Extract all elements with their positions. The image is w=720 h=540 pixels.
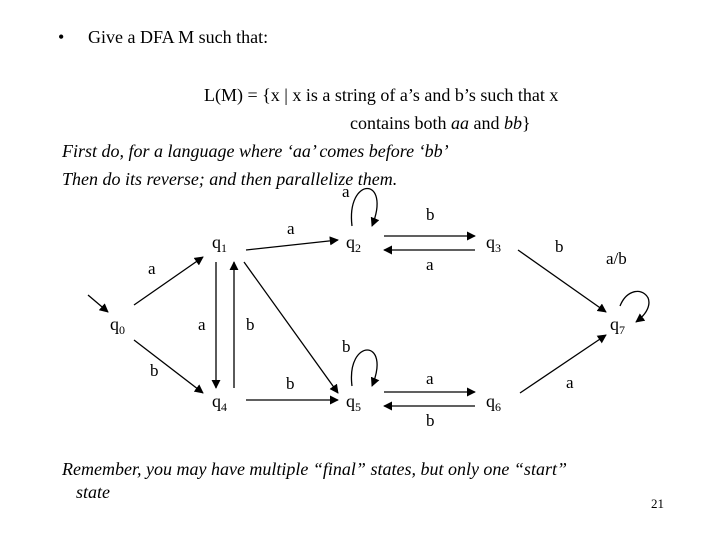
state-q2: q2 [346,232,361,255]
label-q1-q5: b [246,315,255,334]
label-q1-q2: a [287,219,295,238]
edge-q1-q5 [243,261,339,394]
edge-q6-q7 [519,334,607,394]
label-q6-q7: a [566,373,574,392]
label-q7-loop: a/b [606,249,627,268]
edge-q0-q1 [133,256,204,306]
aa-term: aa [451,113,469,133]
state-q1: q1 [212,232,227,255]
bb-term: bb [504,113,522,133]
state-q7: q7 [610,314,625,337]
label-q3-q7: b [555,237,564,256]
label-q4-q5: b [286,374,295,393]
bullet: • [58,27,65,47]
note-reverse: Then do its reverse; and then paralleliz… [62,169,398,189]
start-arrow [87,294,109,313]
page-number: 21 [651,496,664,511]
language-line-1: L(M) = {x | x is a string of a’s and b’s… [204,85,559,105]
edge-q3-q7 [517,249,607,313]
label-q2-q3: b [426,205,435,224]
state-q6: q6 [486,391,501,414]
loop-q7 [619,290,650,323]
label-q0-q1: a [148,259,156,278]
language-line-2: contains both aa and bb} [350,114,531,132]
state-q4: q4 [212,391,227,414]
label-q3-q2: a [426,255,434,274]
state-q3: q3 [486,232,501,255]
heading: Give a DFA M such that: [88,27,269,47]
edge-q1-q2 [245,236,339,251]
state-q0: q0 [110,314,125,337]
label-q6-q5: b [426,411,435,430]
loop-q2 [350,188,380,227]
edge-q0-q4 [133,339,204,394]
loop-q5 [350,349,380,387]
language-text: contains both [350,113,451,133]
note-first: First do, for a language where ‘aa’ come… [62,141,449,161]
reminder-line-2: state [76,482,110,502]
label-q2-loop: a [342,182,350,201]
reminder-line-1: Remember, you may have multiple “final” … [62,459,567,479]
label-q5-q6: a [426,369,434,388]
state-q5: q5 [346,391,361,414]
label-q5-loop: b [342,337,351,356]
label-q1-q4: a [198,315,206,334]
language-and: and [469,113,504,133]
label-q0-q4: b [150,361,159,380]
language-close-brace: } [522,113,531,133]
